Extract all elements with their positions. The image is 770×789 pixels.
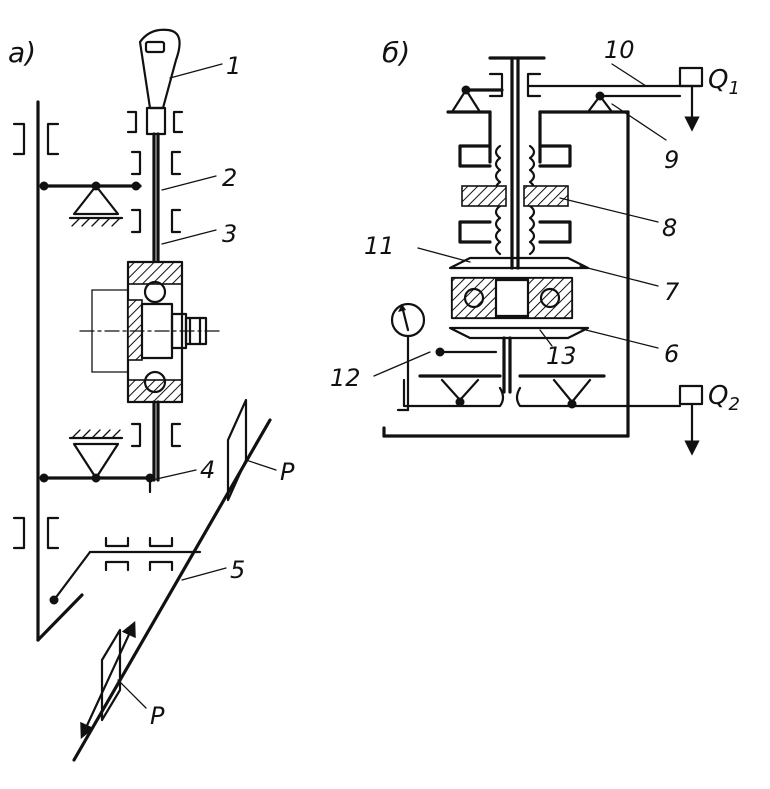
label-10: 10 (604, 36, 635, 64)
label-8: 8 (662, 214, 677, 242)
housing-guides (458, 144, 572, 244)
test-bearing (450, 276, 574, 320)
load-q1: Q1 (708, 65, 740, 99)
label-9: 9 (664, 146, 679, 174)
panel-a-callouts (117, 63, 277, 709)
upper-lever (39, 181, 142, 227)
frame-foot (36, 593, 84, 642)
panel-b-callouts (373, 63, 667, 377)
label-4: 4 (200, 456, 215, 484)
load-q2-subscript: 2 (728, 394, 739, 415)
pressure-gauge (390, 302, 426, 412)
top-shaft (488, 56, 702, 270)
force-p-lower: P (150, 702, 165, 730)
label-11: 11 (364, 232, 395, 260)
load-q1-symbol: Q (708, 65, 728, 95)
label-5: 5 (230, 556, 245, 584)
label-7: 7 (664, 278, 680, 306)
panel-b-label: б) (382, 36, 410, 69)
panel-a: a) (8, 28, 295, 762)
label-6: 6 (664, 340, 679, 368)
handle-knob (126, 28, 184, 136)
label-13: 13 (546, 342, 577, 370)
label-3: 3 (222, 220, 237, 248)
lower-plate (448, 326, 590, 340)
label-1: 1 (226, 52, 241, 80)
lever-arm (586, 66, 704, 132)
link-guides (104, 536, 174, 572)
adjusting-nut (461, 185, 569, 207)
upper-plate (448, 256, 590, 270)
lower-linkage (402, 347, 704, 456)
force-p-upper: P (280, 458, 295, 486)
lower-lever (39, 429, 155, 494)
load-q2: Q2 (708, 381, 740, 415)
upper-left-pivot (446, 85, 504, 164)
panel-b: б) (330, 36, 740, 456)
bearing-housing (79, 260, 223, 404)
label-12: 12 (330, 364, 361, 392)
shaft-guides (130, 150, 182, 234)
panel-a-label: a) (8, 36, 36, 69)
frame-guides (12, 122, 60, 550)
base-frame (382, 110, 630, 438)
label-2: 2 (222, 164, 237, 192)
load-q2-symbol: Q (708, 381, 728, 411)
load-q1-subscript: 1 (728, 78, 739, 99)
